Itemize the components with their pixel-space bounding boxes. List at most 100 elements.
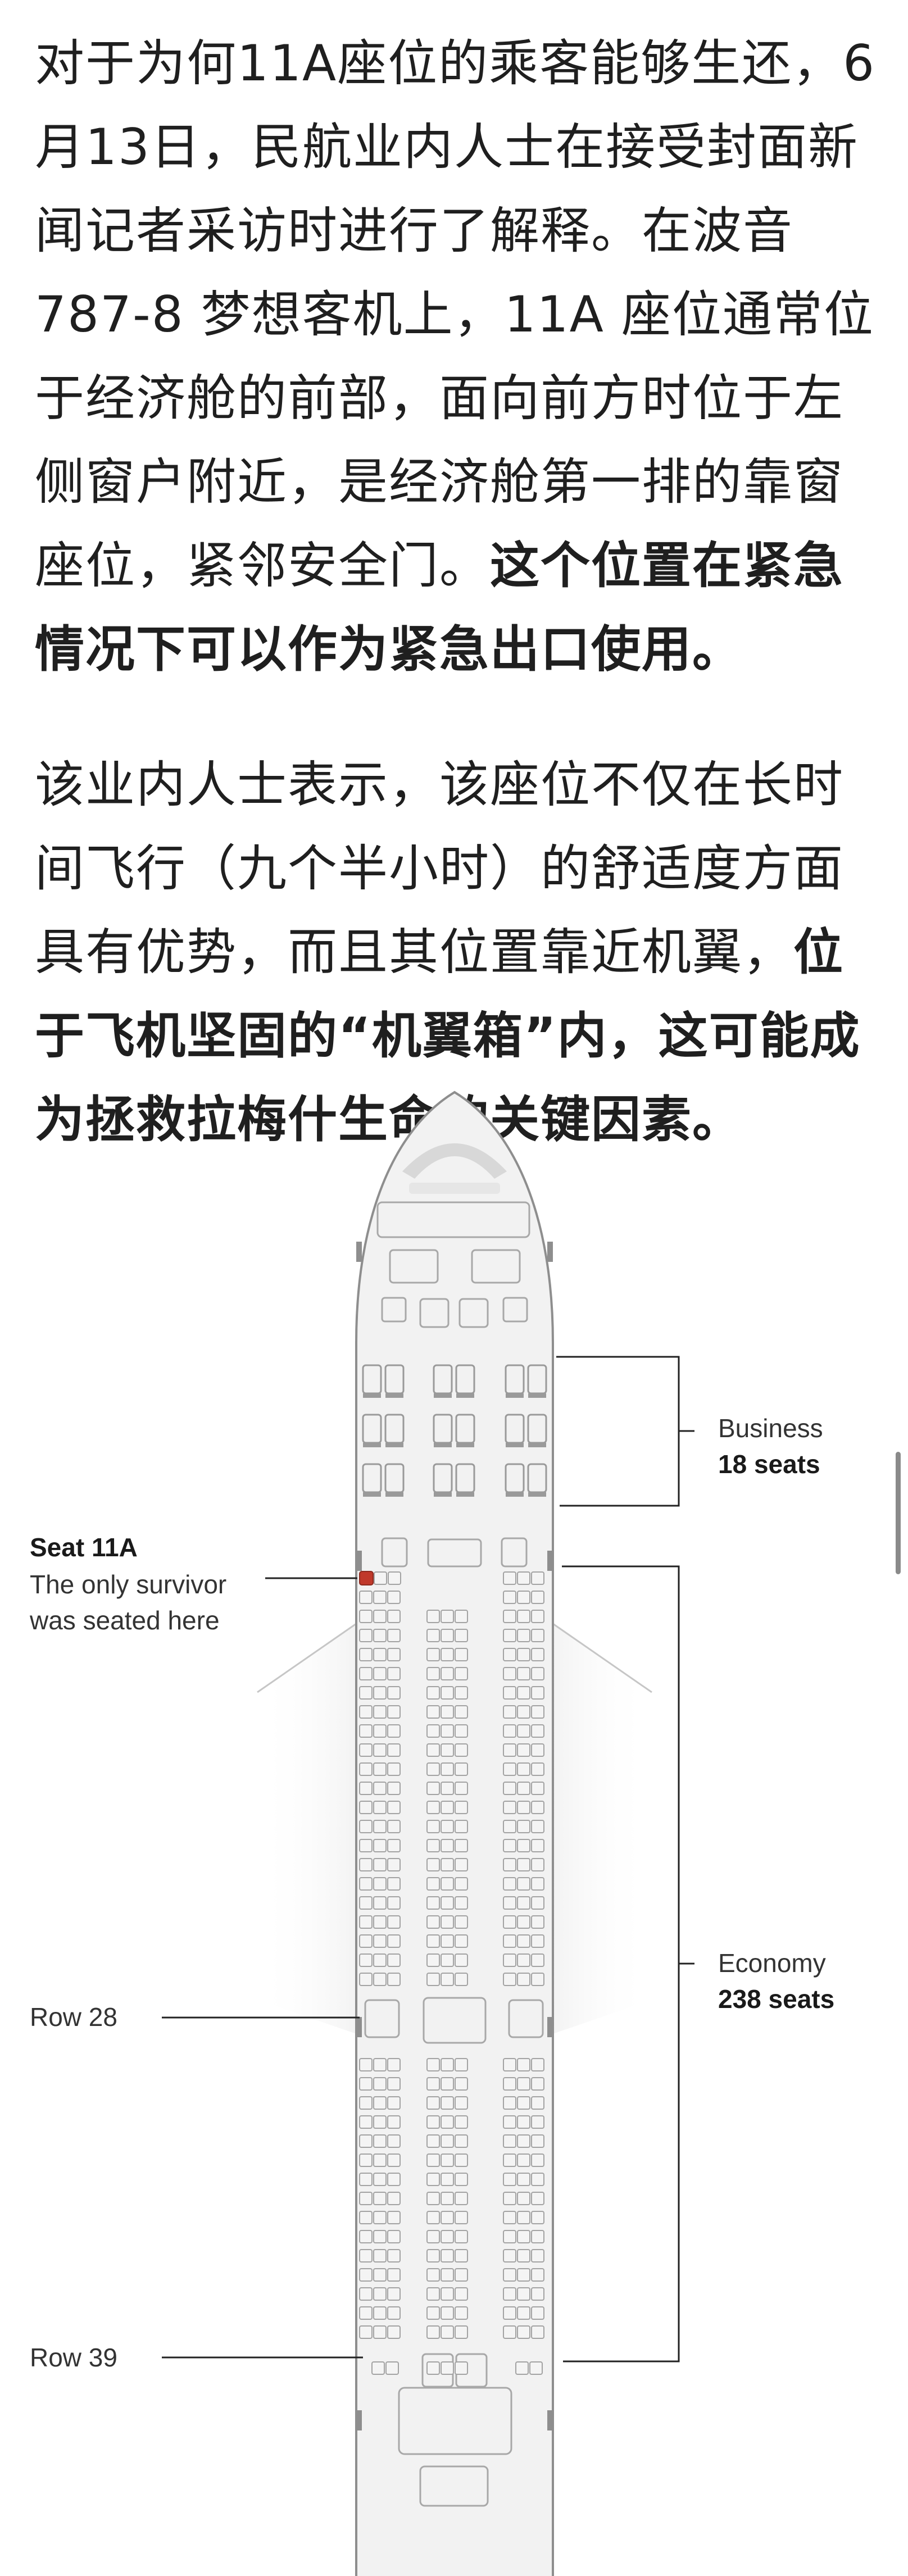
economy-seat [387, 1915, 401, 1929]
economy-seat [387, 2306, 401, 2320]
economy-seat [426, 2325, 440, 2339]
business-seat-backs [363, 1393, 546, 1497]
economy-seat [373, 2306, 387, 2320]
economy-seat [373, 1839, 387, 1852]
economy-seat [373, 2134, 387, 2148]
economy-seat [517, 2268, 530, 2282]
economy-seat [373, 2154, 387, 2167]
economy-seat [455, 1743, 468, 1757]
economy-seat [531, 1877, 544, 1891]
economy-seat [441, 1801, 454, 1814]
economy-seat [503, 1801, 516, 1814]
economy-seat [441, 1973, 454, 1986]
economy-seat [359, 2192, 373, 2205]
economy-seat [455, 1915, 468, 1929]
economy-seat [503, 1858, 516, 1871]
economy-seat [359, 1762, 373, 1776]
economy-seat [455, 1629, 468, 1642]
scroll-indicator[interactable] [896, 1452, 901, 1574]
economy-seat [426, 1820, 440, 1833]
economy-seat [517, 1915, 530, 1929]
economy-seat [441, 1629, 454, 1642]
economy-seat [359, 2249, 373, 2262]
economy-seat [517, 2077, 530, 2091]
economy-seat [503, 1934, 516, 1948]
wing-right [552, 1623, 652, 2034]
economy-seat [455, 1686, 468, 1700]
economy-seat [531, 2096, 544, 2110]
economy-seat [373, 2115, 387, 2129]
economy-seat [517, 1896, 530, 1910]
economy-seat [359, 2134, 373, 2148]
economy-seat [441, 2249, 454, 2262]
economy-seat [441, 1610, 454, 1623]
economy-seat [455, 1896, 468, 1910]
economy-seat [441, 1648, 454, 1661]
economy-seat [517, 2230, 530, 2243]
economy-seat [455, 1667, 468, 1680]
economy-seat [426, 1973, 440, 1986]
business-seat-count: 18 seats [718, 1450, 820, 1479]
economy-seat [503, 2211, 516, 2224]
economy-seat [359, 1591, 373, 1604]
economy-seat [517, 1782, 530, 1795]
economy-seat [426, 1839, 440, 1852]
economy-seat [517, 2211, 530, 2224]
economy-seat [373, 2173, 387, 2186]
economy-seat [455, 1934, 468, 1948]
economy-seat [387, 2287, 401, 2301]
seat-11a-line2: was seated here [29, 1606, 220, 1635]
economy-seat [373, 1934, 387, 1948]
economy-seat [426, 1667, 440, 1680]
economy-seat [426, 2058, 440, 2071]
economy-seat [441, 1877, 454, 1891]
economy-seat [455, 1877, 468, 1891]
economy-seat [441, 2306, 454, 2320]
economy-seat [517, 2192, 530, 2205]
economy-seat [385, 2361, 399, 2375]
economy-seat [387, 1591, 401, 1604]
economy-seat [441, 1839, 454, 1852]
paragraph-1-bold: 这个位置在紧急情况下可以作为紧急出口使用。 [35, 537, 845, 678]
economy-seat [426, 2115, 440, 2129]
economy-seat [387, 1877, 401, 1891]
economy-seat [373, 1801, 387, 1814]
economy-seat [359, 1896, 373, 1910]
economy-seat [531, 2211, 544, 2224]
economy-seat [503, 2077, 516, 2091]
economy-seat [455, 1610, 468, 1623]
economy-seat [503, 1762, 516, 1776]
economy-seat [374, 1571, 387, 1585]
economy-seat [517, 1686, 530, 1700]
economy-seat [531, 1591, 544, 1604]
fuselage [355, 1091, 554, 2576]
economy-bracket [562, 1565, 694, 2363]
economy-seat [373, 2287, 387, 2301]
economy-seat [517, 1820, 530, 1833]
economy-seat [531, 2173, 544, 2186]
paragraph-1: 对于为何11A座位的乘客能够生还，6月13日，民航业内人士在接受封面新闻记者采访… [35, 21, 878, 691]
economy-seat [441, 1724, 454, 1738]
paragraph-2-bold: 位于飞机坚固的“机翼箱”内，这可能成为拯救拉梅什生命的关键因素。 [35, 923, 861, 1148]
economy-seat [387, 1839, 401, 1852]
economy-seat [517, 2154, 530, 2167]
economy-seat [426, 2096, 440, 2110]
economy-seat [426, 2211, 440, 2224]
economy-seat [455, 2268, 468, 2282]
economy-seat [426, 2192, 440, 2205]
cockpit-panel [409, 1183, 500, 1194]
economy-seat [373, 1877, 387, 1891]
economy-seat [517, 2058, 530, 2071]
economy-seat [387, 2192, 401, 2205]
economy-seat [359, 2211, 373, 2224]
economy-seat [503, 1648, 516, 1661]
economy-seat [517, 1648, 530, 1661]
economy-seat [373, 1610, 387, 1623]
economy-seat [441, 1820, 454, 1833]
economy-seat [503, 2306, 516, 2320]
economy-seat [531, 1896, 544, 1910]
economy-seat [517, 1591, 530, 1604]
economy-seat [517, 1801, 530, 1814]
economy-seat [503, 2058, 516, 2071]
economy-seat [373, 1591, 387, 1604]
